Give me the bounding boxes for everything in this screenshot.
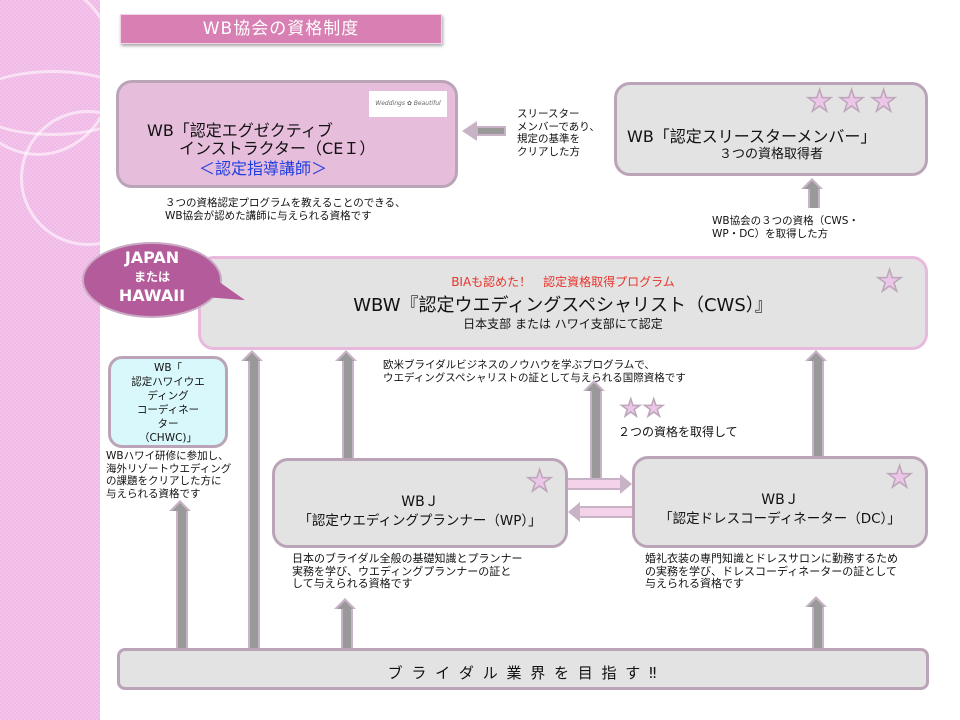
arrow-up (169, 500, 191, 650)
arrow-up (805, 596, 827, 650)
bottom-banner-text: ブ ラ イ ダ ル 業 界 を 目 指 す ‼ (387, 664, 659, 682)
cws-description: 欧米ブライダルビジネスのノウハウを学ぶプログラムで、 ウエディングスペシャリスト… (383, 359, 686, 384)
threestar-side-note: スリースター メンバーであり、 規定の基準を クリアした方 (517, 108, 600, 158)
bottom-banner: ブ ラ イ ダ ル 業 界 を 目 指 す ‼ (117, 648, 929, 690)
arrow-right (568, 474, 632, 494)
dc-description: 婚礼衣装の専門知識とドレスサロンに勤務するため の実務を学び、ドレスコーディネー… (645, 552, 898, 590)
dc-line1: WBＪ (761, 492, 799, 508)
arrow-up (335, 350, 357, 460)
arrow-left (462, 121, 506, 141)
arrow-up (805, 350, 827, 458)
star-icon: ★ (619, 393, 642, 423)
page-title: WB協会の資格制度 (120, 14, 442, 44)
chwc-box: WB「 認定ハワイウエ ディング コーディネー ター （CHWC)」 (108, 356, 228, 448)
star-icon: ★ (805, 84, 833, 119)
cws-box: ★ BIAも認めた！ 認定資格取得プログラム WBW『認定ウエディングスペシャリ… (198, 256, 928, 350)
star-icon: ★ (642, 393, 665, 423)
cws-title: WBW『認定ウエディングスペシャリスト（CWS）』 (353, 295, 773, 316)
wp-description: 日本のブライダル全般の基礎知識とプランナー 実務を学び、ウエディングプランナーの… (292, 552, 523, 590)
dc-box: ★ WBＪ 「認定ドレスコーディネーター（DC）」 (632, 456, 928, 548)
threestar-below-note: WB協会の３つの資格（CWS・ WP・DC）を取得した方 (712, 215, 859, 240)
threestar-box: ★ ★ ★ WB「認定スリースターメンバー」 ３つの資格取得者 (614, 82, 928, 176)
cei-box: Weddings ✿ Beautiful WB「認定エグゼクティブ インストラク… (116, 80, 458, 188)
star-icon: ★ (885, 460, 913, 495)
arrow-up (801, 178, 823, 208)
location-bubble: JAPAN または HAWAII (82, 242, 249, 318)
bubble-line3: HAWAII (118, 286, 186, 305)
logo: Weddings ✿ Beautiful (369, 91, 447, 117)
arrow-left (568, 502, 632, 522)
bubble-line2: または (133, 270, 170, 284)
decor-ring (0, 70, 100, 136)
decorative-sidebar (0, 0, 100, 720)
arrow-up (583, 380, 605, 480)
cws-tagline: BIAも認めた！ 認定資格取得プログラム (451, 275, 675, 289)
cei-line1: WB「認定エグゼクティブ (147, 121, 333, 140)
two-star-note: ２つの資格を取得して (618, 425, 738, 439)
star-icon: ★ (837, 84, 865, 119)
bubble-line1: JAPAN (124, 248, 180, 267)
star-icon: ★ (525, 464, 553, 499)
cei-line2: インストラクター（CEＩ） (179, 139, 376, 158)
dc-line2: 「認定ドレスコーディネーター（DC）」 (659, 511, 901, 527)
cei-line3: ＜認定指導講師＞ (199, 159, 328, 178)
cei-description: ３つの資格認定プログラムを教えることのできる、 WB協会が認めた講師に与えられる… (165, 197, 406, 222)
star-icon: ★ (869, 84, 897, 119)
wp-box: ★ WBＪ 「認定ウエディングプランナー（WP）」 (272, 458, 568, 548)
wp-line2: 「認定ウエディングプランナー（WP）」 (298, 513, 542, 529)
star-icon: ★ (875, 264, 903, 299)
cws-subtitle: 日本支部 または ハワイ支部にて認定 (463, 317, 663, 331)
chwc-description: WBハワイ研修に参加し、 海外リゾートウエディング の課題をクリアした方に 与え… (106, 450, 232, 500)
chwc-text: WB「 認定ハワイウエ ディング コーディネー ター （CHWC)」 (131, 362, 205, 444)
threestar-line2: ３つの資格取得者 (718, 147, 823, 162)
arrow-up (334, 598, 356, 650)
threestar-line1: WB「認定スリースターメンバー」 (627, 127, 877, 146)
wp-line1: WBＪ (401, 494, 439, 510)
arrow-up (241, 350, 263, 650)
